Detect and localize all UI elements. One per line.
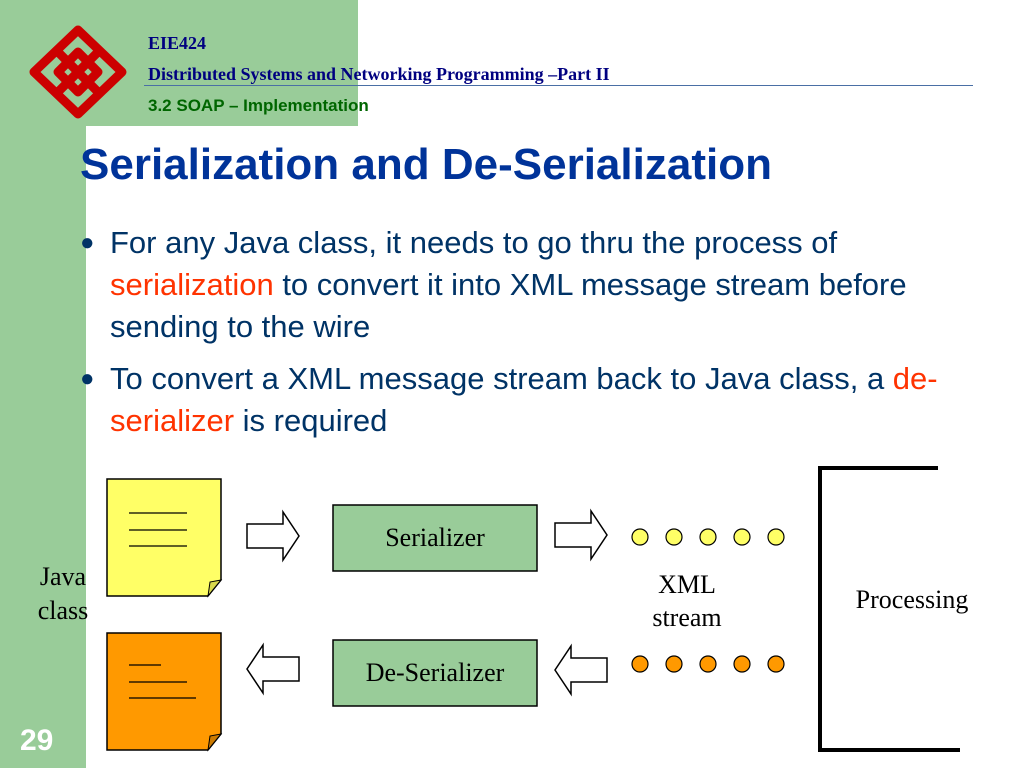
bullet-item: ● To convert a XML message stream back t… [80, 358, 1000, 442]
top-green-band [86, 0, 358, 126]
bullet-text-before: To convert a XML message stream back to … [110, 361, 893, 396]
xml-stream-dots-orange [631, 655, 785, 673]
bullet-text: For any Java class, it needs to go thru … [110, 222, 1000, 348]
course-code: EIE424 [148, 33, 207, 53]
xml-stream-dots-yellow [631, 528, 785, 546]
section-heading: 3.2 SOAP – Implementation [148, 96, 369, 115]
keyword-serialization: serialization [110, 267, 274, 302]
university-logo [29, 25, 127, 119]
deserializer-label: De-Serializer [365, 658, 505, 687]
document-fold [207, 579, 223, 598]
java-document-orange [106, 632, 222, 751]
serializer-label: Serializer [385, 523, 485, 552]
arrow-right-icon [246, 509, 300, 563]
arrow-left-icon [246, 642, 300, 696]
bullet-marker: ● [80, 365, 95, 392]
bullet-item: ● For any Java class, it needs to go thr… [80, 222, 1000, 348]
document-fold [207, 733, 223, 752]
bullet-text-after: to convert it into XML message stream be… [110, 267, 907, 344]
arrow-left-icon [554, 643, 608, 697]
document-lines [129, 664, 196, 699]
java-document-yellow [106, 478, 222, 597]
processing-label: Processing [855, 585, 969, 614]
deserializer-box [332, 639, 538, 707]
header-divider [144, 85, 973, 86]
bullet-text: To convert a XML message stream back to … [110, 358, 1000, 442]
java-class-label: Java class [37, 562, 89, 625]
bullet-marker: ● [80, 229, 95, 256]
course-title: Distributed Systems and Networking Progr… [148, 64, 610, 84]
document-lines [129, 512, 187, 547]
serializer-box [332, 504, 538, 572]
page-number: 29 [20, 724, 54, 757]
bullet-list: ● For any Java class, it needs to go thr… [80, 222, 1000, 452]
bullet-text-before: For any Java class, it needs to go thru … [110, 225, 838, 260]
slide-title: Serialization and De-Serialization [80, 140, 772, 189]
processing-bracket [818, 466, 960, 752]
bullet-text-after: is required [234, 403, 388, 438]
keyword-de-serializer: de-serializer [110, 361, 938, 438]
left-green-strip [0, 0, 86, 768]
arrow-right-icon [554, 508, 608, 562]
xml-stream-label: XML stream [652, 570, 722, 632]
